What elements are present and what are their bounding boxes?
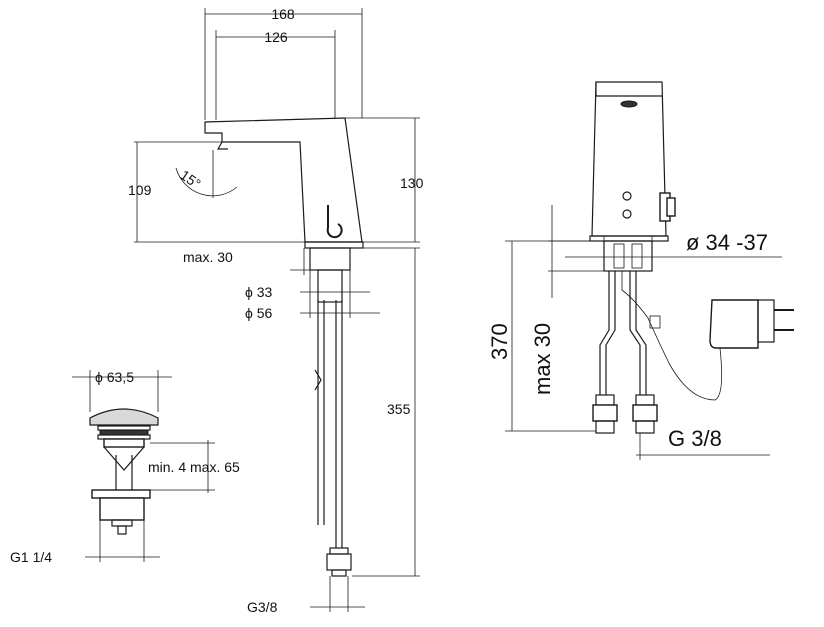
waste-thread: G1 1/4 (10, 549, 52, 565)
waste-plug: ϕ 63,5 min. 4 max. 65 G1 1/4 (10, 369, 240, 565)
faucet-side-view: 168 126 130 109 15° max. 30 ϕ 33 ϕ 56 (128, 6, 424, 615)
hose-length: 355 (387, 401, 411, 417)
dia-hole: ø 34 -37 (686, 230, 768, 255)
length-370: 370 (487, 323, 512, 360)
dia-base: ϕ 56 (245, 305, 273, 321)
dim-spout-reach: 126 (264, 29, 288, 45)
dim-spout-height: 109 (128, 182, 152, 198)
dim-height-total: 130 (400, 175, 424, 191)
dia-shank: ϕ 33 (245, 284, 273, 300)
max-30: max 30 (530, 323, 555, 395)
dim-total-width: 168 (271, 6, 295, 22)
hose-thread: G3/8 (247, 599, 278, 615)
front-thread: G 3/8 (668, 426, 722, 451)
angle-label: 15° (177, 167, 204, 192)
max-deck-thickness: max. 30 (183, 249, 233, 265)
thickness-range: min. 4 max. 65 (148, 459, 240, 475)
faucet-front-view: ø 34 -37 max 30 370 G 3/8 (487, 81, 794, 460)
dia-plug: ϕ 63,5 (95, 369, 134, 385)
